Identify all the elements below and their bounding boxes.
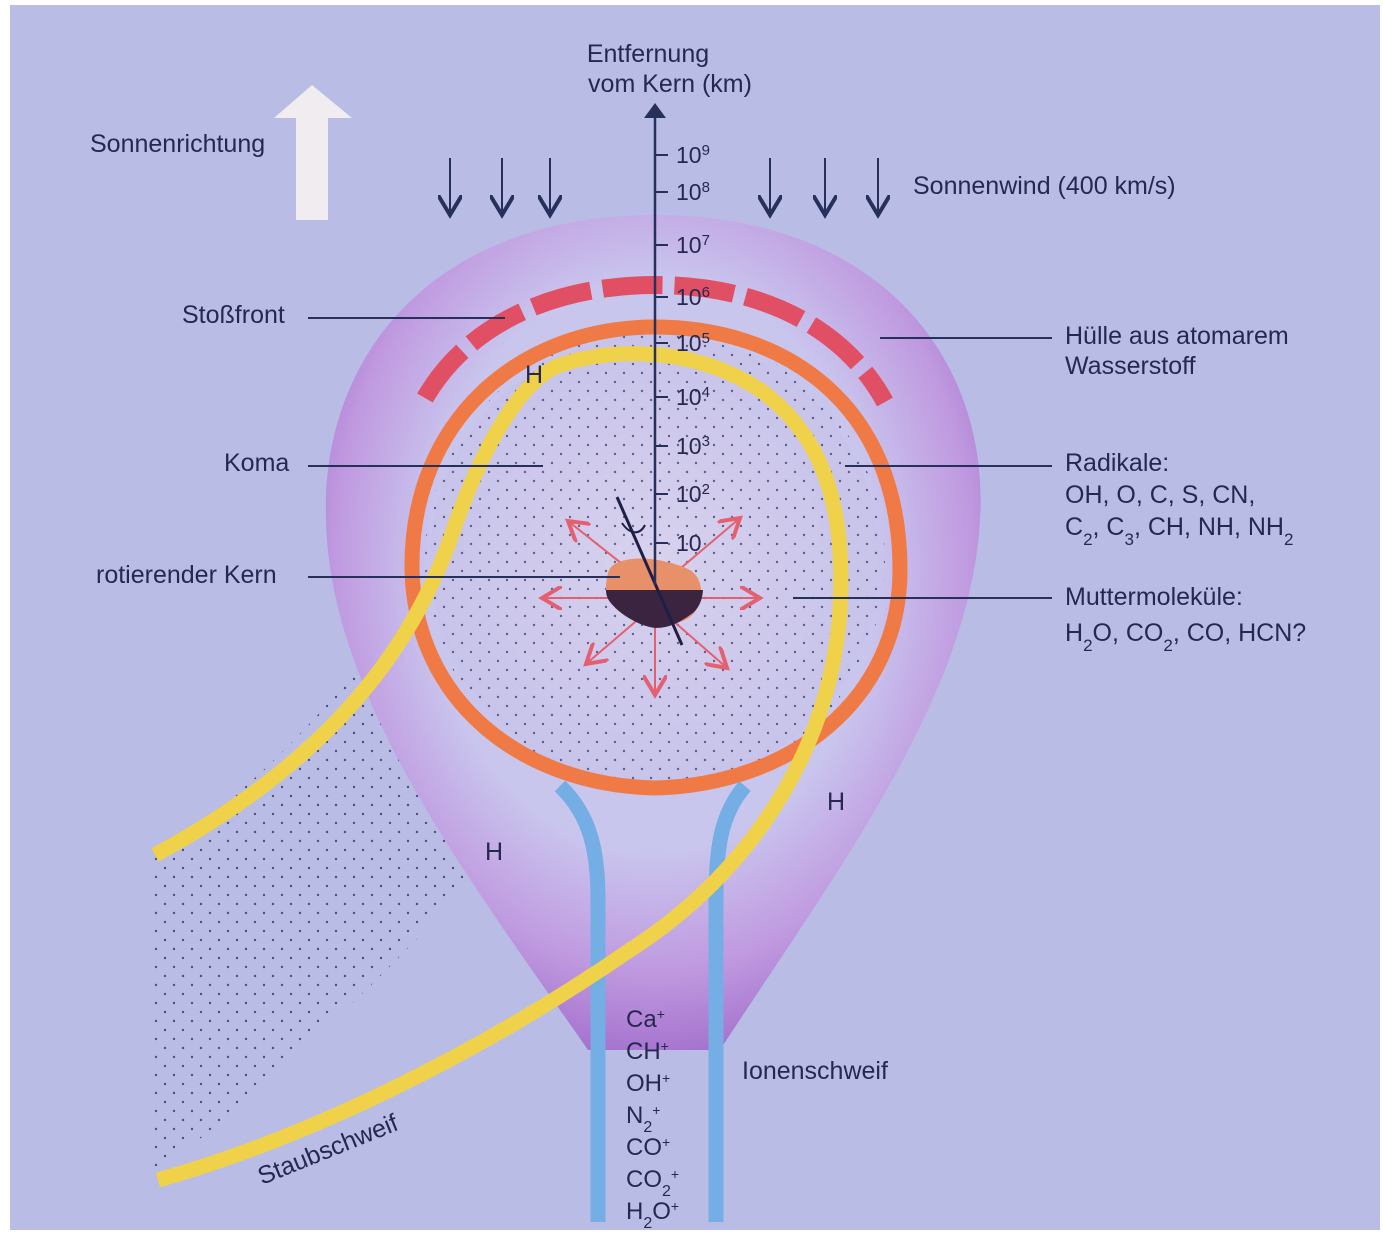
ion-list-item: CH+ [626, 1038, 669, 1065]
label-parent-molecules-title: Muttermoleküle: [1065, 583, 1243, 611]
label-hydrogen-envelope-1: Hülle aus atomarem [1065, 322, 1289, 350]
distance-axis [644, 103, 666, 585]
label-radicals-line2: C2, C3, CH, NH, NH2 [1065, 513, 1293, 549]
axis-tick-label: 104 [676, 384, 710, 411]
axis-tick-label: 106 [676, 284, 710, 311]
ion-tail-right [708, 781, 751, 1222]
axis-title-line2: vom Kern (km) [588, 70, 752, 98]
hydrogen-symbol-left: H [485, 838, 503, 866]
dust-tail-line [151, 346, 849, 1188]
axis-ticks: 109 108 107 106 105 104 103 102 10 [655, 142, 710, 556]
axis-tick-label: 108 [676, 179, 710, 206]
axis-tick-label: 102 [676, 481, 710, 508]
ion-list-item: Ca+ [626, 1006, 665, 1033]
label-parent-molecules-line: H2O, CO2, CO, HCN? [1065, 619, 1306, 655]
ion-tail-left [554, 780, 606, 1222]
solar-wind-arrows [450, 158, 878, 215]
label-sun-direction: Sonnenrichtung [90, 130, 265, 158]
label-radicals-line1: OH, O, C, S, CN, [1065, 481, 1255, 509]
sun-direction-arrow [274, 85, 352, 220]
axis-tick-label: 103 [676, 433, 710, 460]
hydrogen-symbol-top: H [525, 361, 543, 389]
ion-list: Ca+ CH+ OH+ N2+CO+ CO2+H2O+ [626, 1006, 679, 1232]
comet-nucleus [605, 496, 703, 646]
ion-list-item: CO+ [626, 1134, 670, 1161]
label-coma: Koma [224, 449, 289, 477]
ion-list-item: OH+ [626, 1070, 670, 1097]
label-ion-tail: Ionenschweif [742, 1057, 888, 1085]
axis-tick-label: 107 [676, 232, 710, 259]
axis-tick-label: 109 [676, 142, 710, 169]
label-shock-front: Stoßfront [182, 301, 285, 329]
ion-list-item: H2O+ [626, 1198, 679, 1232]
hydrogen-symbol-right: H [827, 788, 845, 816]
ion-list-item: CO2+ [626, 1166, 679, 1200]
axis-tick-label: 10 [676, 530, 702, 556]
label-radicals-title: Radikale: [1065, 449, 1169, 477]
radicals-ring [404, 319, 908, 796]
axis-title-line1: Entfernung [587, 40, 709, 68]
ion-list-item: N2+ [626, 1102, 660, 1136]
label-solar-wind: Sonnenwind (400 km/s) [913, 172, 1176, 200]
label-rotating-nucleus: rotierender Kern [96, 561, 277, 589]
axis-tick-label: 105 [676, 330, 710, 357]
label-hydrogen-envelope-2: Wasserstoff [1065, 352, 1196, 380]
